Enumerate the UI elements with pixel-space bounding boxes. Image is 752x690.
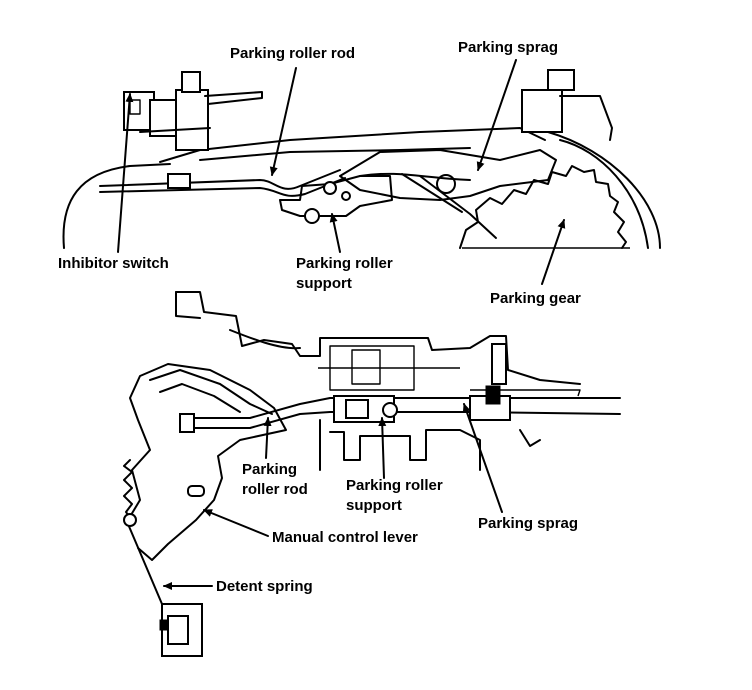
arrow-side-parking-roller-rod xyxy=(263,417,272,459)
arrow-inhibitor-switch xyxy=(117,93,134,253)
label-side-parking-roller-support-line1: Parking roller xyxy=(346,477,443,494)
label-top-parking-sprag: Parking sprag xyxy=(458,39,559,56)
label-side-parking-sprag: Parking sprag xyxy=(478,515,579,532)
label-parking-gear: Parking gear xyxy=(490,290,581,307)
manual-control-lever-body xyxy=(127,363,287,561)
side-view-mechanism xyxy=(123,291,621,657)
arrow-side-parking-roller-support xyxy=(378,417,387,479)
label-detent-spring: Detent spring xyxy=(216,578,313,595)
label-manual-control-lever: Manual control lever xyxy=(272,529,418,546)
label-top-parking-roller-support-line2: support xyxy=(296,275,352,292)
arrow-top-parking-sprag xyxy=(476,59,517,171)
label-side-parking-roller-rod-line1: Parking xyxy=(242,461,298,478)
label-top-parking-roller-rod: Parking roller rod xyxy=(230,45,356,62)
top-parking-sprag xyxy=(339,149,557,201)
detent-spring xyxy=(127,523,163,605)
label-side-parking-roller-rod-line2: roller rod xyxy=(242,481,308,498)
arrow-top-parking-roller-rod xyxy=(269,67,297,176)
arrow-side-parking-sprag xyxy=(462,403,503,513)
leader-arrows xyxy=(117,59,566,590)
top-parking-roller-rod xyxy=(99,169,341,190)
top-parking-roller-support xyxy=(279,175,393,217)
arrow-top-parking-roller-support xyxy=(329,213,341,253)
top-view-mechanism xyxy=(62,69,661,249)
label-inhibitor-switch: Inhibitor switch xyxy=(58,255,169,272)
arrow-parking-gear xyxy=(541,219,566,285)
side-parking-sprag xyxy=(469,395,511,421)
label-side-parking-roller-support-line2: support xyxy=(346,497,402,514)
parking-gear xyxy=(459,165,627,249)
label-top-parking-roller-support-line1: Parking roller xyxy=(296,255,393,272)
arrow-manual-control-lever xyxy=(203,509,269,537)
